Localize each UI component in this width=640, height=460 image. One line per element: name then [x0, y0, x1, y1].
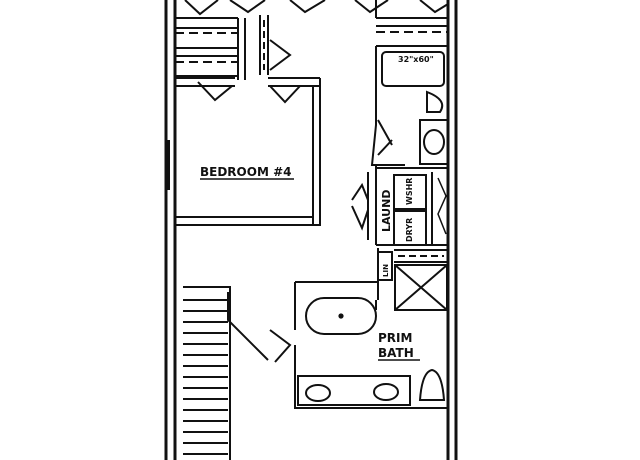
primary-bath-label-line2: BATH [378, 346, 414, 360]
washer-label: WSHR [405, 178, 414, 205]
laundry-label: LAUND [380, 190, 393, 232]
laundry-walls [351, 46, 448, 246]
upper-bath [377, 51, 449, 165]
dryer-label: DRYR [405, 218, 414, 242]
primary-bath-label-line1: PRIM [378, 331, 412, 345]
stair-treads [183, 299, 228, 455]
bedroom-4-label: BEDROOM #4 [200, 165, 291, 179]
door-swings-top [184, 0, 449, 71]
primary-bath-walls [269, 248, 448, 409]
linen-closet [377, 249, 448, 311]
linen-label: LIN [382, 264, 390, 277]
tub-size-label: 32"x60" [398, 55, 434, 64]
stair [183, 286, 269, 460]
bedroom-4-walls [166, 77, 321, 226]
top-closets [175, 0, 448, 80]
